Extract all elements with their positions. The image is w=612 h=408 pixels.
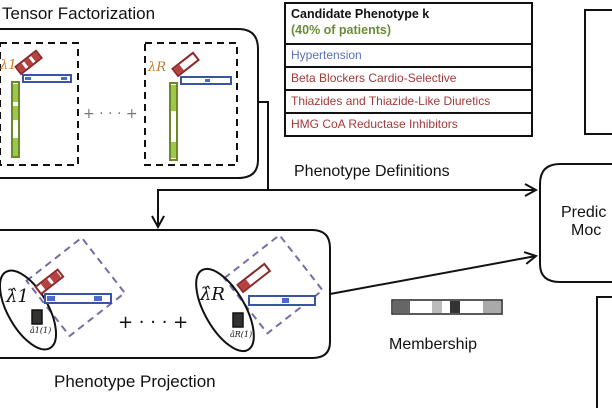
lambda-hat-r-label: λ̂R [200, 284, 225, 305]
table-row: HMG CoA Reductase Inhibitors [286, 112, 531, 135]
prediction-model-label-line1: Predic [561, 204, 607, 221]
prediction-model-label-line2: Moc [571, 222, 602, 239]
component-r-box [144, 42, 238, 166]
medication-factor-r [171, 51, 200, 78]
phenotype-definitions-label: Phenotype Definitions [294, 163, 450, 180]
a-hat-r-label: âR(1) [230, 330, 253, 339]
a-hat-1-label: â1(1) [30, 326, 52, 335]
table-subtitle: (40% of patients) [291, 23, 392, 37]
right-top-box [584, 9, 612, 135]
membership-arrow [329, 256, 536, 295]
membership-cell-1 [31, 309, 43, 325]
prediction-model-box [539, 163, 612, 283]
projected-diagnosis-factor-1 [44, 293, 112, 304]
tensor-factorization-box [0, 28, 259, 179]
table-row: Beta Blockers Cardio-Selective [286, 66, 531, 89]
diagnosis-factor-1 [22, 74, 72, 83]
patient-factor-r [169, 82, 178, 161]
lambda-r-label: λR [148, 60, 167, 75]
table-title: Candidate Phenotype k [291, 7, 430, 21]
projected-diagnosis-factor-r [248, 295, 316, 306]
membership-label: Membership [389, 336, 478, 353]
component-1-box [0, 42, 79, 166]
membership-vector [391, 299, 503, 315]
membership-cell-r [232, 312, 244, 328]
candidate-phenotype-table: Candidate Phenotype k (40% of patients) … [284, 2, 533, 137]
table-row: Thiazides and Thiazide-Like Diuretics [286, 89, 531, 112]
tensor-factorization-title: Tensor Factorization [2, 4, 156, 23]
patient-factor-1 [11, 81, 20, 158]
diagnosis-factor-r [180, 76, 232, 85]
tensor-ellipsis-plus-dots: + · · · + [83, 106, 138, 122]
right-bottom-box [596, 296, 612, 408]
lambda-1-label: λ1 [0, 58, 17, 73]
projection-ellipsis-plus-dots: + · · · + [118, 312, 188, 333]
phenotype-projection-box [0, 229, 331, 359]
lambda-hat-1-label: λ̂1 [6, 286, 29, 307]
phenotype-projection-title: Phenotype Projection [54, 372, 216, 391]
table-row: Hypertension [286, 43, 531, 66]
medication-factor-1 [14, 49, 43, 76]
table-header: Candidate Phenotype k (40% of patients) [286, 4, 531, 43]
projected-medication-factor-r [236, 262, 272, 294]
projection-weight-ellipse-r [195, 267, 255, 353]
projected-medication-factor-1 [34, 268, 65, 296]
